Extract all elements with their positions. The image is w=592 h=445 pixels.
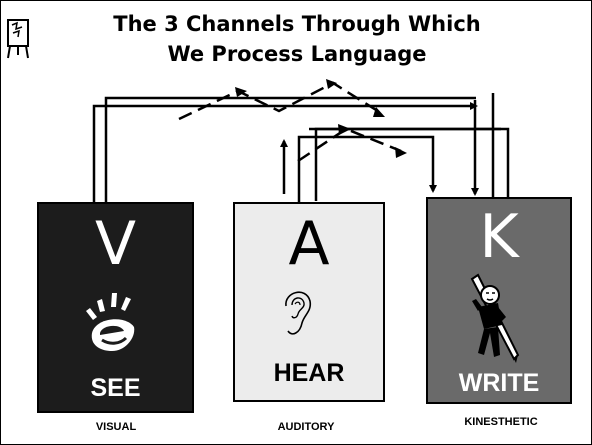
visual-channel-box: V SEE bbox=[37, 202, 194, 413]
writer-icon bbox=[470, 273, 520, 363]
title-line-1: The 3 Channels Through Which bbox=[113, 12, 481, 36]
title-line-2: We Process Language bbox=[167, 42, 427, 66]
kinesthetic-caption: KINESTHETIC bbox=[464, 416, 538, 428]
kinesthetic-channel-box: K WRITE bbox=[426, 197, 572, 404]
see-label: SEE bbox=[90, 374, 141, 402]
kinesthetic-letter: K bbox=[479, 202, 519, 272]
arrowhead-upper-right bbox=[373, 107, 385, 117]
auditory-channel-box: A HEAR bbox=[233, 202, 385, 402]
arrow-a-to-k bbox=[297, 135, 437, 202]
arrowhead-lower-right bbox=[395, 147, 407, 158]
arrowhead-upper-left bbox=[235, 87, 247, 97]
write-label: WRITE bbox=[458, 369, 540, 397]
arrowhead-lower-mid bbox=[338, 124, 351, 135]
auditory-caption: AUDITORY bbox=[277, 421, 335, 433]
dashed-connector-upper bbox=[178, 81, 382, 121]
eye-icon bbox=[86, 293, 135, 351]
arrow-v-top bbox=[104, 96, 476, 202]
easel-teacher-icon bbox=[7, 19, 29, 59]
arrow-v-to-k-outer bbox=[92, 102, 478, 202]
dashed-connector-lower bbox=[297, 127, 402, 163]
arrowhead-upper-mid bbox=[326, 79, 337, 89]
hear-label: HEAR bbox=[273, 359, 345, 387]
arrow-k-to-a bbox=[314, 127, 510, 201]
visual-letter: V bbox=[94, 209, 137, 279]
ear-icon bbox=[285, 291, 312, 335]
auditory-letter: A bbox=[288, 209, 330, 279]
visual-caption: VISUAL bbox=[95, 421, 137, 433]
